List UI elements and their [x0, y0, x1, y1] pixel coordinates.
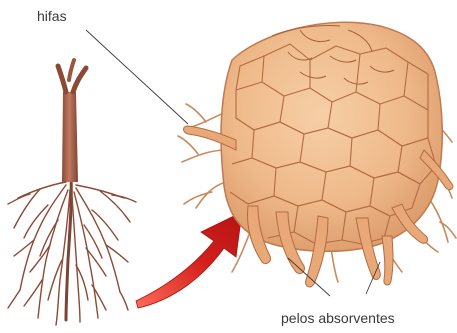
leader-line-hifas — [86, 30, 188, 124]
zoom-arrow — [136, 212, 242, 308]
label-hifas: hifas — [37, 8, 67, 24]
label-pelos-absorventes: pelos absorventes — [281, 310, 395, 326]
leader-line-pelos-1 — [288, 258, 330, 296]
root-system-illustration — [8, 60, 136, 325]
